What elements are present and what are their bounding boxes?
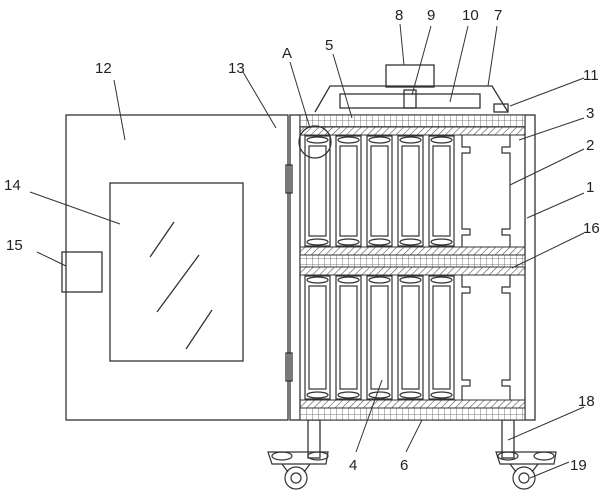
drawer-roller — [369, 137, 390, 143]
door-window — [110, 183, 243, 361]
label-12: 12 — [95, 60, 112, 77]
label-2: 2 — [586, 137, 594, 154]
drawer-inner — [371, 286, 388, 389]
upper-partition — [300, 127, 525, 408]
label-3: 3 — [586, 105, 594, 122]
drawer-roller — [307, 239, 328, 245]
bottom-rail — [300, 408, 525, 420]
hinge — [286, 165, 292, 193]
label-8: 8 — [395, 7, 403, 24]
drawer-inner — [340, 286, 357, 389]
top-rail — [300, 115, 525, 127]
middle-shelf — [300, 255, 525, 267]
drawer-roller — [400, 277, 421, 283]
right-pocket-upper — [462, 135, 510, 247]
label-6: 6 — [400, 457, 408, 474]
lower-drawers — [305, 276, 454, 399]
drawer-roller — [307, 137, 328, 143]
drawer-roller — [431, 239, 452, 245]
drawer-roller — [338, 239, 359, 245]
door-panel — [66, 115, 288, 420]
drawer-roller — [369, 277, 390, 283]
drawer-roller — [369, 239, 390, 245]
drawer-inner — [309, 146, 326, 236]
glass-reflection — [150, 222, 174, 257]
drawer-roller — [369, 392, 390, 398]
drawer-roller — [338, 392, 359, 398]
drawer-inner — [309, 286, 326, 389]
label-11: 11 — [583, 67, 599, 84]
screw-nut — [404, 90, 416, 108]
label-18: 18 — [578, 393, 595, 410]
drawer-roller — [400, 137, 421, 143]
drawer-inner — [371, 146, 388, 236]
drawer-roller — [307, 392, 328, 398]
label-16: 16 — [583, 220, 600, 237]
drawer-roller — [400, 239, 421, 245]
door-handle — [62, 252, 102, 292]
drawer-inner — [402, 286, 419, 389]
drawer-roller — [307, 277, 328, 283]
drawer-roller — [338, 277, 359, 283]
label-5: 5 — [325, 37, 333, 54]
label-a: A — [282, 45, 292, 62]
label-13: 13 — [228, 60, 245, 77]
drawer-inner — [433, 286, 450, 389]
label-19: 19 — [570, 457, 587, 474]
lead-screw-housing — [340, 94, 480, 108]
label-7: 7 — [494, 7, 502, 24]
label-14: 14 — [4, 177, 21, 194]
label-9: 9 — [427, 7, 435, 24]
label-1: 1 — [586, 179, 594, 196]
drawer-roller — [400, 392, 421, 398]
drawer-inner — [433, 146, 450, 236]
label-15: 15 — [6, 237, 23, 254]
drawer-inner — [402, 146, 419, 236]
drawer-roller — [431, 137, 452, 143]
label-4: 4 — [349, 457, 357, 474]
label-10: 10 — [462, 7, 479, 24]
drawer-roller — [431, 277, 452, 283]
glass-reflection — [157, 255, 199, 312]
glass-reflection — [186, 310, 212, 349]
motor — [386, 65, 434, 87]
drawer-roller — [338, 137, 359, 143]
hinge — [286, 353, 292, 381]
drawer-inner — [340, 146, 357, 236]
right-pocket-lower — [462, 275, 510, 400]
drawer-roller — [431, 392, 452, 398]
